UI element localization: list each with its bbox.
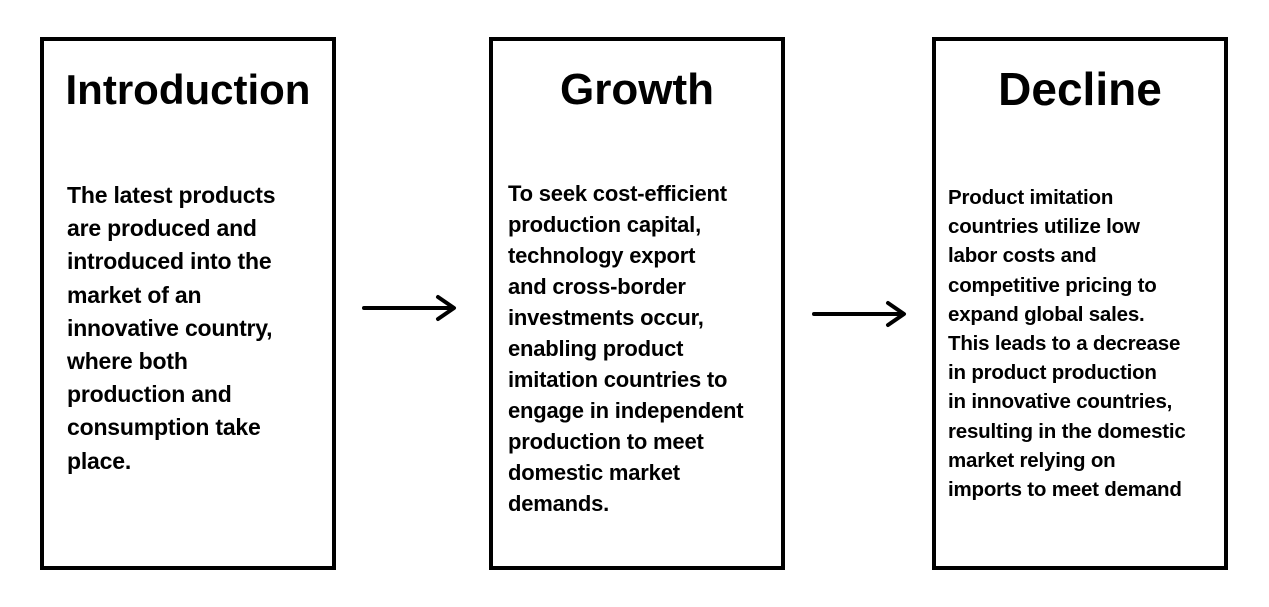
stage-box-introduction: Introduction The latest products are pro… xyxy=(40,37,336,570)
right-arrow-icon xyxy=(812,301,906,327)
right-arrow-icon xyxy=(362,295,456,321)
stage-box-decline: Decline Product imitation countries util… xyxy=(932,37,1228,570)
stage-box-growth: Growth To seek cost-efficient production… xyxy=(489,37,785,570)
stage-description-decline: Product imitation countries utilize low … xyxy=(948,186,1186,502)
stage-title-introduction: Introduction xyxy=(65,66,311,113)
stage-title-growth: Growth xyxy=(560,65,714,114)
stage-description-introduction: The latest products are produced and int… xyxy=(67,182,276,474)
stage-title-decline: Decline xyxy=(998,63,1162,115)
stage-description-growth: To seek cost-efficient production capita… xyxy=(508,181,744,516)
